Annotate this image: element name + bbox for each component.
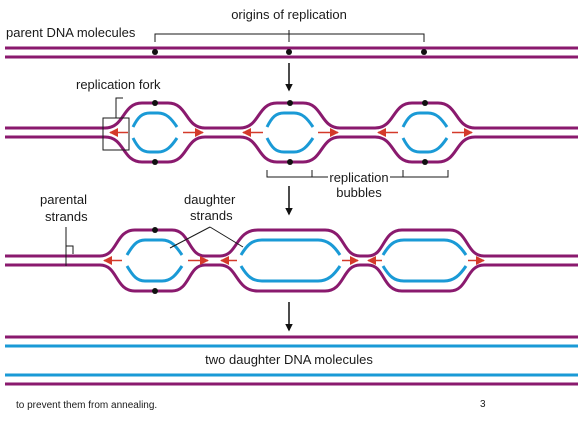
- bubble-row-2: [5, 227, 578, 294]
- daughter-strands-label-line2: strands: [190, 208, 233, 223]
- parent-dna-molecule: [5, 46, 578, 59]
- page-number: 3: [480, 399, 486, 410]
- replication-fork-label: replication fork: [76, 77, 161, 92]
- replication-bubbles-brackets: [266, 170, 449, 178]
- replication-bubbles-label-line1: replication: [329, 170, 388, 185]
- parental-strands-label-line2: strands: [45, 209, 88, 224]
- replication-fork-callout: [102, 97, 130, 151]
- parent-dna-label: parent DNA molecules: [6, 25, 136, 40]
- bubble-row-1: [5, 100, 578, 165]
- origin-dots: [152, 49, 427, 55]
- parental-strands-pointer: [65, 227, 74, 266]
- parental-strands-label-line1: parental: [40, 192, 87, 207]
- daughter-strands-label-line1: daughter: [184, 192, 236, 207]
- origins-label: origins of replication: [231, 7, 347, 22]
- daughter-molecule-1: [5, 335, 578, 348]
- daughter-molecule-2: [5, 373, 578, 386]
- daughter-strands-pointers: [169, 226, 244, 249]
- footer-text: to prevent them from annealing.: [16, 400, 157, 411]
- replication-bubbles-label-line2: bubbles: [336, 185, 382, 200]
- two-daughter-label: two daughter DNA molecules: [205, 352, 373, 367]
- origins-bracket: [154, 30, 425, 42]
